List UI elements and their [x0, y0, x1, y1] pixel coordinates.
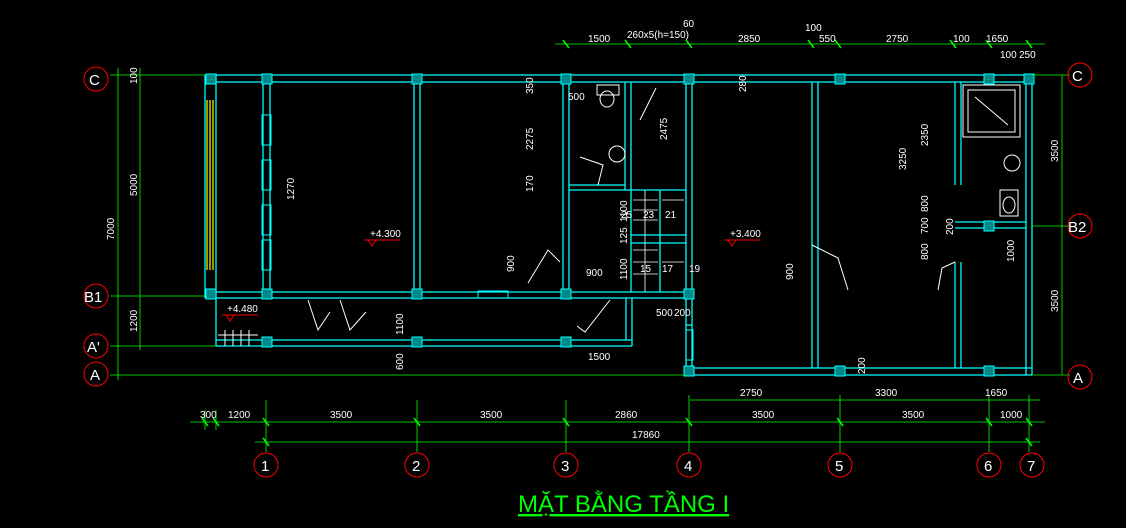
- dim-int-800-a: 800: [920, 195, 931, 212]
- stair-num-17: 17: [662, 264, 674, 275]
- dim-bottom-8: 1000: [1000, 410, 1023, 421]
- dim-bottom-3: 3500: [330, 410, 353, 421]
- dim-bottom0-4: 1650: [985, 388, 1008, 399]
- dim-int-900-c: 900: [785, 263, 796, 280]
- dim-top-2: 260x5(h=150): [627, 30, 689, 41]
- dim-int-2475: 2475: [659, 117, 670, 140]
- dim-int-200-c: 200: [945, 218, 956, 235]
- columns: [205, 73, 1035, 377]
- dim-top-extra-3: 100: [1000, 50, 1017, 61]
- axis-label-5: 5: [835, 458, 843, 475]
- stair-num-15: 15: [640, 264, 652, 275]
- dim-left-outer: 7000: [106, 217, 117, 240]
- dim-int-200-b: 200: [857, 357, 868, 374]
- level-markers: [222, 239, 760, 322]
- dim-left-inner-3: 1200: [129, 309, 140, 332]
- dim-int-1100-b: 1100: [619, 258, 630, 280]
- dim-bottom0-3: 3300: [875, 388, 898, 399]
- dim-bottom-7: 3500: [902, 410, 925, 421]
- dim-int-900-b: 900: [586, 268, 603, 279]
- dim-int-125: 125: [619, 227, 630, 244]
- dim-left-inner-2: 5000: [129, 173, 140, 196]
- dim-int-280: 280: [738, 75, 749, 92]
- dim-int-1100-c: 1100: [395, 313, 406, 335]
- dim-int-2350: 2350: [920, 123, 931, 146]
- dimension-ticks: [201, 39, 1033, 447]
- stair-num-19: 19: [689, 264, 701, 275]
- axis-label-c-right: C: [1072, 68, 1083, 85]
- axis-label-4: 4: [684, 458, 692, 475]
- dim-top-3: 2850: [738, 34, 761, 45]
- dim-int-900-a: 900: [506, 255, 517, 272]
- stair-num-23: 23: [643, 210, 655, 221]
- axis-label-3: 3: [561, 458, 569, 475]
- dim-int-2275: 2275: [525, 127, 536, 150]
- side-windows: [261, 114, 694, 361]
- dim-int-800-b: 800: [920, 243, 931, 260]
- dim-right-1: 3500: [1050, 139, 1061, 162]
- level-4300: +4.300: [370, 229, 401, 240]
- axis-label-a-left: A: [90, 367, 100, 384]
- dim-top-extra-1: 60: [683, 19, 695, 30]
- dim-bottom0-2: 2750: [740, 388, 763, 399]
- level-4480: +4.480: [227, 304, 258, 315]
- dim-int-1000: 1000: [1006, 239, 1017, 262]
- dim-int-200: 200: [674, 308, 691, 319]
- stair-num-25: 25: [621, 210, 633, 221]
- dim-top-4: 550: [819, 34, 836, 45]
- dim-top-extra-4: 250: [1019, 50, 1036, 61]
- dim-int-500: 500: [568, 92, 585, 103]
- axis-label-c-left: C: [89, 72, 100, 89]
- dim-bottom-4: 3500: [480, 410, 503, 421]
- dim-bottom-2: 1200: [228, 410, 251, 421]
- dim-total: 17860: [632, 430, 660, 441]
- axis-label-b1-left: B1: [84, 289, 102, 306]
- dim-bottom0-1: 1500: [588, 352, 611, 363]
- axis-label-b2-right: B2: [1068, 219, 1086, 236]
- dim-left-inner-1: 100: [129, 67, 140, 84]
- left-window: [206, 100, 214, 270]
- axis-label-a-right: A: [1073, 370, 1083, 387]
- axis-label-6: 6: [984, 458, 992, 475]
- sanitary-fixtures: [596, 84, 1021, 217]
- dimension-lines: [110, 43, 1070, 452]
- step-row: [218, 330, 258, 346]
- stair-num-21: 21: [665, 210, 677, 221]
- axis-label-a-prime-left: A': [87, 339, 100, 356]
- dim-right-2: 3500: [1050, 289, 1061, 312]
- dim-int-700: 700: [920, 217, 931, 234]
- dim-int-170: 170: [525, 175, 536, 192]
- dim-top-1: 1500: [588, 34, 611, 45]
- axis-label-7: 7: [1027, 458, 1035, 475]
- dim-top-6: 100: [953, 34, 970, 45]
- drawing-title: MẶT BẰNG TẦNG I: [518, 490, 729, 518]
- walls: [204, 74, 1033, 376]
- level-3400: +3.400: [730, 229, 761, 240]
- dim-int-1270: 1270: [286, 177, 297, 200]
- dim-bottom-1: 300: [200, 410, 217, 421]
- stair-treads: [633, 190, 684, 292]
- dim-top-extra-2: 100: [805, 23, 822, 34]
- doors: [307, 87, 956, 333]
- grid-bubbles: [83, 62, 1093, 478]
- dim-int-1100-a: 1100: [619, 200, 630, 222]
- dim-bottom-6: 3500: [752, 410, 775, 421]
- dim-int-600: 600: [395, 353, 406, 370]
- dim-int-3250: 3250: [898, 147, 909, 170]
- dim-top-5: 2750: [886, 34, 909, 45]
- dim-bottom-5: 2860: [615, 410, 638, 421]
- dim-int-350: 350: [525, 77, 536, 94]
- axis-label-2: 2: [412, 458, 420, 475]
- dim-int-500-b: 500: [656, 308, 673, 319]
- axis-label-1: 1: [261, 458, 269, 475]
- dim-top-7: 1650: [986, 34, 1009, 45]
